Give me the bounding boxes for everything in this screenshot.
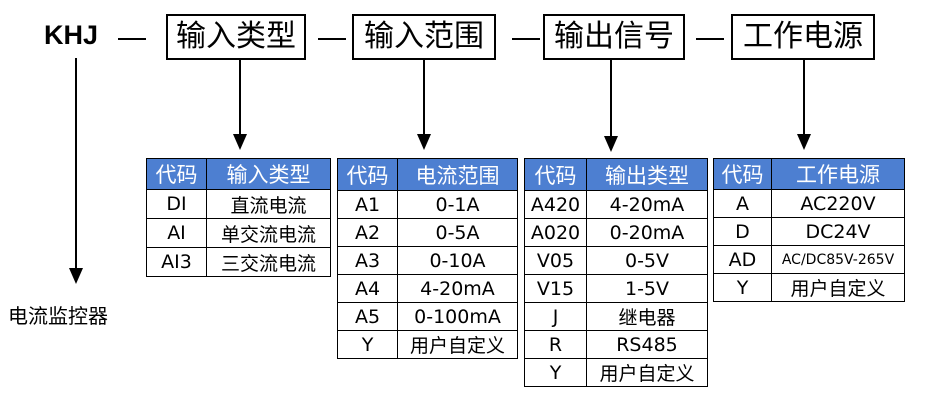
field-input-type: 输入类型 xyxy=(166,14,306,60)
table-row: A1 0-1A xyxy=(337,190,518,219)
table-cell: 单交流电流 xyxy=(206,218,331,248)
power-supply-table: 代码 工作电源 A AC220V D DC24V AD AC/DC85V-265… xyxy=(713,158,905,302)
table-row: J 继电器 xyxy=(524,302,708,331)
arrow-head xyxy=(417,134,431,150)
model-prefix: KHJ xyxy=(44,20,99,50)
connector-dash xyxy=(118,38,146,40)
table-cell: D xyxy=(713,217,772,246)
table-cell: 直流电流 xyxy=(206,189,331,219)
input-type-table: 代码 输入类型 DI 直流电流 AI 单交流电流 AI3 三交流电流 xyxy=(146,158,331,277)
table-cell: 用户自定义 xyxy=(771,273,905,302)
table-header: 代码 xyxy=(713,158,772,190)
arrow-line xyxy=(75,58,77,270)
table-header: 工作电源 xyxy=(771,158,905,190)
table-cell: DI xyxy=(146,189,207,219)
table-cell: A xyxy=(713,189,772,218)
table-cell: V05 xyxy=(524,246,587,275)
table-cell: A420 xyxy=(524,190,587,219)
table-cell: R xyxy=(524,330,587,359)
table-cell: A020 xyxy=(524,218,587,247)
arrow-head xyxy=(233,134,247,150)
table-cell: AC220V xyxy=(771,189,905,218)
field-power-supply: 工作电源 xyxy=(731,14,875,60)
table-cell: 4-20mA xyxy=(586,190,708,219)
table-cell: Y xyxy=(337,330,398,359)
arrow-head xyxy=(604,136,618,152)
table-cell: 0-20mA xyxy=(586,218,708,247)
table-row: AD AC/DC85V-265V xyxy=(713,245,905,274)
arrow-line xyxy=(610,60,612,138)
connector-dash xyxy=(696,38,724,40)
table-cell: J xyxy=(524,302,587,331)
table-cell: AC/DC85V-265V xyxy=(771,245,905,274)
arrow-head xyxy=(69,268,83,284)
table-cell: A3 xyxy=(337,246,398,275)
table-cell: A1 xyxy=(337,190,398,219)
field-input-range: 输入范围 xyxy=(352,14,496,60)
table-row: Y 用户自定义 xyxy=(337,330,518,359)
table-row: Y 用户自定义 xyxy=(713,273,905,302)
table-cell: 0-100mA xyxy=(397,302,518,331)
table-row: V15 1-5V xyxy=(524,274,708,303)
table-cell: 0-5A xyxy=(397,218,518,247)
table-cell: 1-5V xyxy=(586,274,708,303)
table-header: 输入类型 xyxy=(206,158,331,190)
table-cell: AI xyxy=(146,218,207,248)
table-row: AI 单交流电流 xyxy=(146,218,331,248)
table-row: AI3 三交流电流 xyxy=(146,247,331,277)
table-cell: RS485 xyxy=(586,330,708,359)
field-output-signal: 输出信号 xyxy=(543,14,685,60)
table-cell: V15 xyxy=(524,274,587,303)
table-cell: 4-20mA xyxy=(397,274,518,303)
table-cell: 三交流电流 xyxy=(206,247,331,277)
table-cell: 用户自定义 xyxy=(586,358,708,387)
arrow-line xyxy=(239,60,241,136)
table-row: A420 4-20mA xyxy=(524,190,708,219)
table-cell: 0-10A xyxy=(397,246,518,275)
table-header: 代码 xyxy=(146,158,207,190)
table-row: V05 0-5V xyxy=(524,246,708,275)
table-cell: DC24V xyxy=(771,217,905,246)
table-row: A4 4-20mA xyxy=(337,274,518,303)
table-header: 输出类型 xyxy=(586,158,708,191)
connector-dash xyxy=(318,38,346,40)
table-cell: 0-5V xyxy=(586,246,708,275)
connector-dash xyxy=(512,38,540,40)
table-cell: A5 xyxy=(337,302,398,331)
table-header: 电流范围 xyxy=(397,158,518,191)
table-row: A3 0-10A xyxy=(337,246,518,275)
table-row: A2 0-5A xyxy=(337,218,518,247)
table-cell: Y xyxy=(713,273,772,302)
table-cell: 0-1A xyxy=(397,190,518,219)
table-row: D DC24V xyxy=(713,217,905,246)
table-header: 代码 xyxy=(337,158,398,191)
table-cell: A2 xyxy=(337,218,398,247)
output-type-table: 代码 输出类型 A420 4-20mA A020 0-20mA V05 0-5V… xyxy=(524,158,708,387)
table-row: Y 用户自定义 xyxy=(524,358,708,387)
table-header: 代码 xyxy=(524,158,587,191)
product-name: 电流监控器 xyxy=(8,304,108,328)
table-row: R RS485 xyxy=(524,330,708,359)
arrow-line xyxy=(803,60,805,136)
table-row: A5 0-100mA xyxy=(337,302,518,331)
current-range-table: 代码 电流范围 A1 0-1A A2 0-5A A3 0-10A A4 4-20… xyxy=(337,158,518,359)
table-cell: A4 xyxy=(337,274,398,303)
table-cell: AI3 xyxy=(146,247,207,277)
arrow-line xyxy=(423,60,425,136)
arrow-head xyxy=(797,134,811,150)
table-cell: 继电器 xyxy=(586,302,708,331)
table-row: A020 0-20mA xyxy=(524,218,708,247)
table-row: DI 直流电流 xyxy=(146,189,331,219)
table-row: A AC220V xyxy=(713,189,905,218)
table-cell: 用户自定义 xyxy=(397,330,518,359)
table-cell: Y xyxy=(524,358,587,387)
table-cell: AD xyxy=(713,245,772,274)
